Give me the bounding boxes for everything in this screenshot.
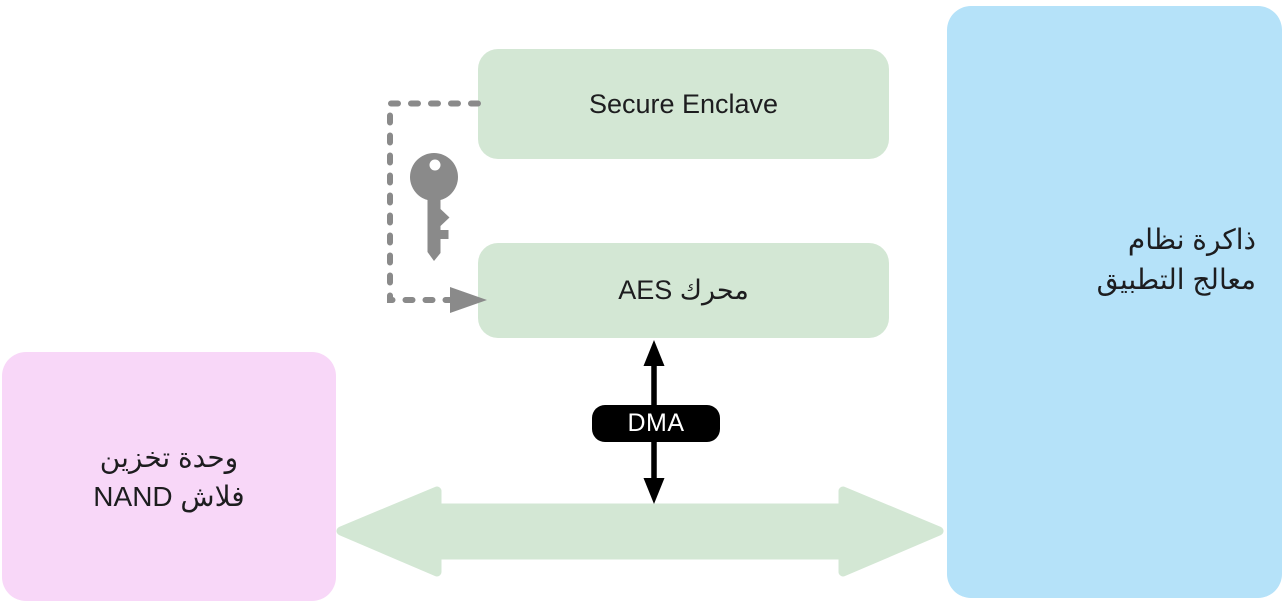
- aes-engine-box: محرك AES: [478, 243, 889, 338]
- horizontal-double-arrow-icon: [336, 486, 944, 577]
- dma-badge-label: DMA: [627, 409, 685, 437]
- app-processor-memory-label: ذاكرة نظام معالج التطبيق: [1097, 220, 1256, 300]
- app-memory-label-line1: ذاكرة نظام: [1127, 224, 1256, 255]
- nand-flash-storage-box: وحدة تخزين فلاش NAND: [2, 352, 336, 601]
- app-memory-label-line2: معالج التطبيق: [1096, 264, 1256, 295]
- nand-flash-label-line2: فلاش NAND: [93, 480, 245, 512]
- app-processor-memory-box: ذاكرة نظام معالج التطبيق: [947, 6, 1282, 598]
- secure-enclave-label: Secure Enclave: [588, 88, 779, 119]
- secure-enclave-box: Secure Enclave: [478, 49, 889, 159]
- dma-badge: DMA: [592, 405, 720, 442]
- aes-engine-label: محرك AES: [618, 275, 749, 305]
- nand-flash-label-line1: وحدة تخزين: [99, 441, 239, 473]
- dashed-key-path-arrow: [387, 100, 487, 313]
- key-icon: [410, 153, 458, 261]
